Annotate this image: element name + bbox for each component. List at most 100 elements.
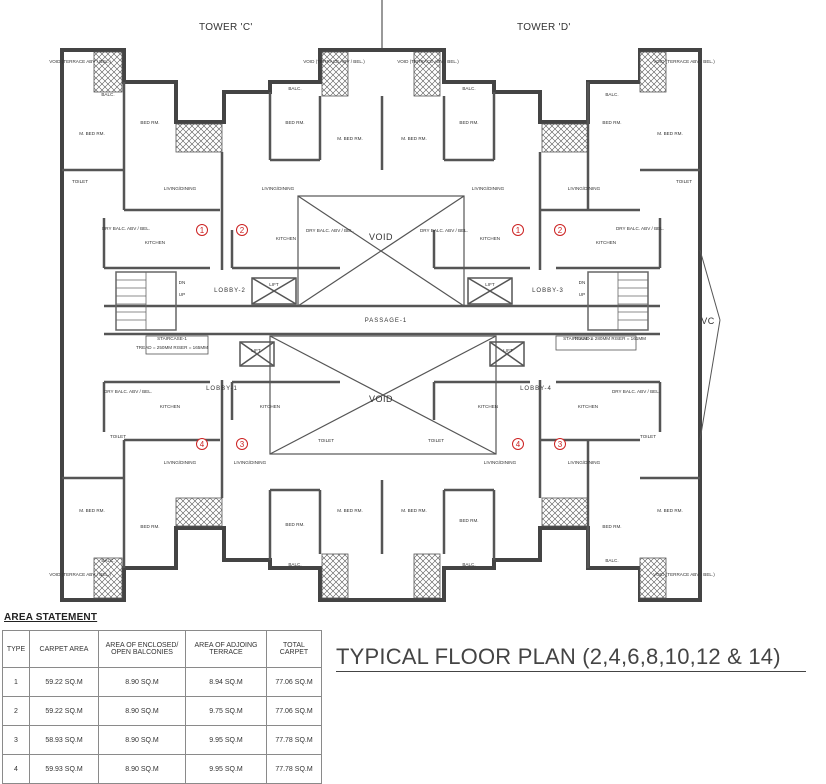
- table-cell: 8.90 SQ.M: [98, 725, 186, 755]
- room-label: DRY BALC. ABV / BEL.: [612, 389, 660, 394]
- plan-title-underline: [336, 671, 806, 672]
- room-label: M. BED RM.: [657, 508, 683, 513]
- room-label: LIVING/DINING: [472, 186, 505, 191]
- room-label: BALC.: [605, 558, 618, 563]
- room-label: BED RM.: [459, 518, 478, 523]
- room-label: KITCHEN: [478, 404, 498, 409]
- tread-note: TREAD = 250MM RISER = 165MM: [136, 345, 208, 350]
- room-label: BALC.: [462, 86, 475, 91]
- room-label: KITCHEN: [260, 404, 280, 409]
- room-label: KITCHEN: [160, 404, 180, 409]
- room-label: LIVING/DINING: [164, 186, 197, 191]
- room-label: BALC.: [101, 92, 114, 97]
- room-label: LIFT: [503, 348, 513, 353]
- table-cell: 9.95 SQ.M: [185, 754, 267, 784]
- table-cell: 1: [2, 667, 30, 697]
- table-cell: 8.90 SQ.M: [98, 696, 186, 726]
- table-cell: 77.06 SQ.M: [266, 696, 322, 726]
- table-cell: 9.95 SQ.M: [185, 725, 267, 755]
- room-label: M. BED RM.: [401, 136, 427, 141]
- unit-number: 2: [558, 226, 563, 235]
- room-label: BED RM.: [459, 120, 478, 125]
- room-label: DRY BALC. ABV / BEL.: [616, 226, 664, 231]
- room-label: VOID (TERRACE ABV / BEL.): [653, 572, 715, 577]
- room-label: VOID (TERRACE ABV / BEL.): [303, 59, 365, 64]
- unit-number: 4: [200, 440, 205, 449]
- room-label: KITCHEN: [145, 240, 165, 245]
- void-label: VOID: [369, 394, 393, 404]
- table-cell: 59.93 SQ.M: [29, 754, 99, 784]
- room-label: TOILET: [640, 434, 656, 439]
- room-label: LIFT: [251, 348, 261, 353]
- room-label: KITCHEN: [596, 240, 616, 245]
- room-label: BALC.: [101, 558, 114, 563]
- lobby-label: LOBBY-1: [206, 386, 238, 392]
- room-label: TOILET: [676, 179, 692, 184]
- tower-d-label: TOWER 'D': [517, 22, 571, 33]
- room-label: M. BED RM.: [79, 131, 105, 136]
- column-header: TYPE: [2, 630, 30, 668]
- table-row: 4 59.93 SQ.M 8.90 SQ.M 9.95 SQ.M 77.78 S…: [2, 754, 322, 784]
- table-cell: 8.90 SQ.M: [98, 754, 186, 784]
- room-label: LIFT: [269, 282, 279, 287]
- room-label: LIVING/DINING: [262, 186, 295, 191]
- room-label: LIVING/DINING: [568, 186, 601, 191]
- staircase-label: STAIRCASE-2: [563, 336, 593, 341]
- tower-c-label: TOWER 'C': [199, 22, 253, 33]
- column-header: TOTAL CARPET: [266, 630, 322, 668]
- terrace-hatch: [93, 51, 667, 599]
- table-row: 2 59.22 SQ.M 8.90 SQ.M 9.75 SQ.M 77.06 S…: [2, 696, 322, 726]
- room-label: LIFT: [485, 282, 495, 287]
- floor-plan-drawing: VOID (TERRACE ABV / BEL.) BALC. VOID (TE…: [49, 0, 721, 602]
- room-label: DRY BALC. ABV / BEL.: [104, 389, 152, 394]
- table-cell: 8.94 SQ.M: [185, 667, 267, 697]
- table-cell: 58.93 SQ.M: [29, 725, 99, 755]
- room-label: DRY BALC. ABV / BEL.: [420, 228, 468, 233]
- room-label: KITCHEN: [578, 404, 598, 409]
- table-cell: 77.06 SQ.M: [266, 667, 322, 697]
- lobby-label: LOBBY-4: [520, 386, 552, 392]
- table-cell: 2: [2, 696, 30, 726]
- room-label: BED RM.: [602, 120, 621, 125]
- room-label: VOID (TERRACE ABV / BEL.): [397, 59, 459, 64]
- room-label: M. BED RM.: [337, 508, 363, 513]
- column-header: CARPET AREA: [29, 630, 99, 668]
- table-cell: 4: [2, 754, 30, 784]
- passage-label: PASSAGE-1: [365, 318, 408, 324]
- column-header: AREA OF ENCLOSED/ OPEN BALCONIES: [98, 630, 186, 668]
- table-cell: 9.75 SQ.M: [185, 696, 267, 726]
- void-label: VOID: [369, 232, 393, 242]
- room-label: DRY BALC. ABV / BEL.: [102, 226, 150, 231]
- room-label: LIVING/DINING: [234, 460, 267, 465]
- stair-direction: DN: [579, 280, 586, 285]
- stair-direction: DN: [179, 280, 186, 285]
- room-label: VOID (TERRACE ABV / BEL.): [49, 59, 111, 64]
- table-cell: 3: [2, 725, 30, 755]
- area-statement-title: AREA STATEMENT: [4, 612, 98, 623]
- table-row: 3 58.93 SQ.M 8.90 SQ.M 9.95 SQ.M 77.78 S…: [2, 725, 322, 755]
- table-cell: 77.78 SQ.M: [266, 754, 322, 784]
- room-label: M. BED RM.: [401, 508, 427, 513]
- room-label: M. BED RM.: [79, 508, 105, 513]
- room-label: LIVING/DINING: [484, 460, 517, 465]
- table-cell: 59.22 SQ.M: [29, 696, 99, 726]
- room-label: LIVING/DINING: [164, 460, 197, 465]
- unit-number: 3: [240, 440, 245, 449]
- unit-number: 1: [200, 226, 205, 235]
- room-label: TOILET: [428, 438, 444, 443]
- room-label: LIVING/DINING: [568, 460, 601, 465]
- room-label: BED RM.: [602, 524, 621, 529]
- room-label: KITCHEN: [480, 236, 500, 241]
- room-label: M. BED RM.: [337, 136, 363, 141]
- staircase-label: STAIRCASE-1: [157, 336, 187, 341]
- vc-label: VC: [701, 316, 715, 326]
- unit-number: 1: [516, 226, 521, 235]
- floor-plan: TOWER 'C' TOWER 'D': [49, 0, 721, 602]
- table-cell: 59.22 SQ.M: [29, 667, 99, 697]
- unit-number: 2: [240, 226, 245, 235]
- room-label: M. BED RM.: [657, 131, 683, 136]
- stair-direction: UP: [179, 292, 185, 297]
- stair-direction: UP: [579, 292, 585, 297]
- room-label: VOID (TERRACE ABV / BEL.): [49, 572, 111, 577]
- table-row: 1 59.22 SQ.M 8.90 SQ.M 8.94 SQ.M 77.06 S…: [2, 667, 322, 697]
